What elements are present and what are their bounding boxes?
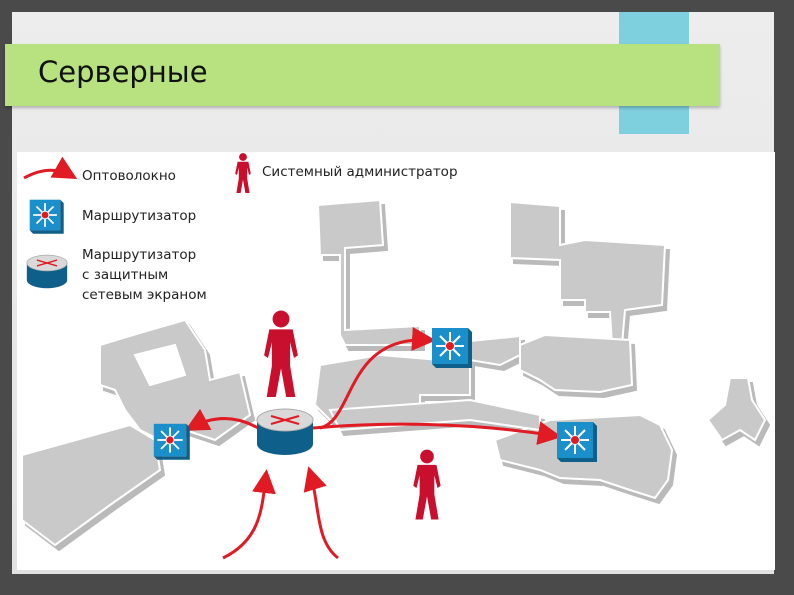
fiber-link-to-east-router [312,421,562,445]
person-icon [413,449,441,520]
person-icon [264,310,298,397]
fiber-link-to-north-router [319,326,436,430]
router-icon [28,198,65,235]
fiber-link-in-left [222,469,276,560]
legend-sysadmin-label: Системный администратор [262,164,458,180]
legend-firewall-label-1: Маршрутизатор [82,247,197,263]
map-canvas [21,153,767,560]
building-west-inner [133,343,187,387]
title-bar [5,44,720,106]
building-northeast [509,200,667,348]
router-icon [152,422,191,461]
legend-fiber-label: Оптоволокно [82,168,176,184]
fiber-links [23,156,562,560]
person-icon [235,153,251,193]
fiber-link-to-west-router [184,408,259,431]
building-west-bottom [21,423,162,547]
legend-router-label: Маршрутизатор [82,208,197,224]
legend-firewall-label-3: сетевым экраном [82,287,207,303]
building-north-tower [316,198,421,346]
building-three-arm [706,377,767,442]
router-icon [556,421,598,463]
building-east-wing [519,333,634,394]
legend-firewall-label-2: с защитным [82,267,169,283]
building-west-complex [99,318,252,442]
network-map [17,152,775,570]
firewall-router-icon [26,254,314,455]
fiber-link-in-right [303,466,339,560]
slide-title: Серверные [38,55,208,89]
fiber-arrow-icon [23,156,78,180]
router-icon [431,327,473,369]
